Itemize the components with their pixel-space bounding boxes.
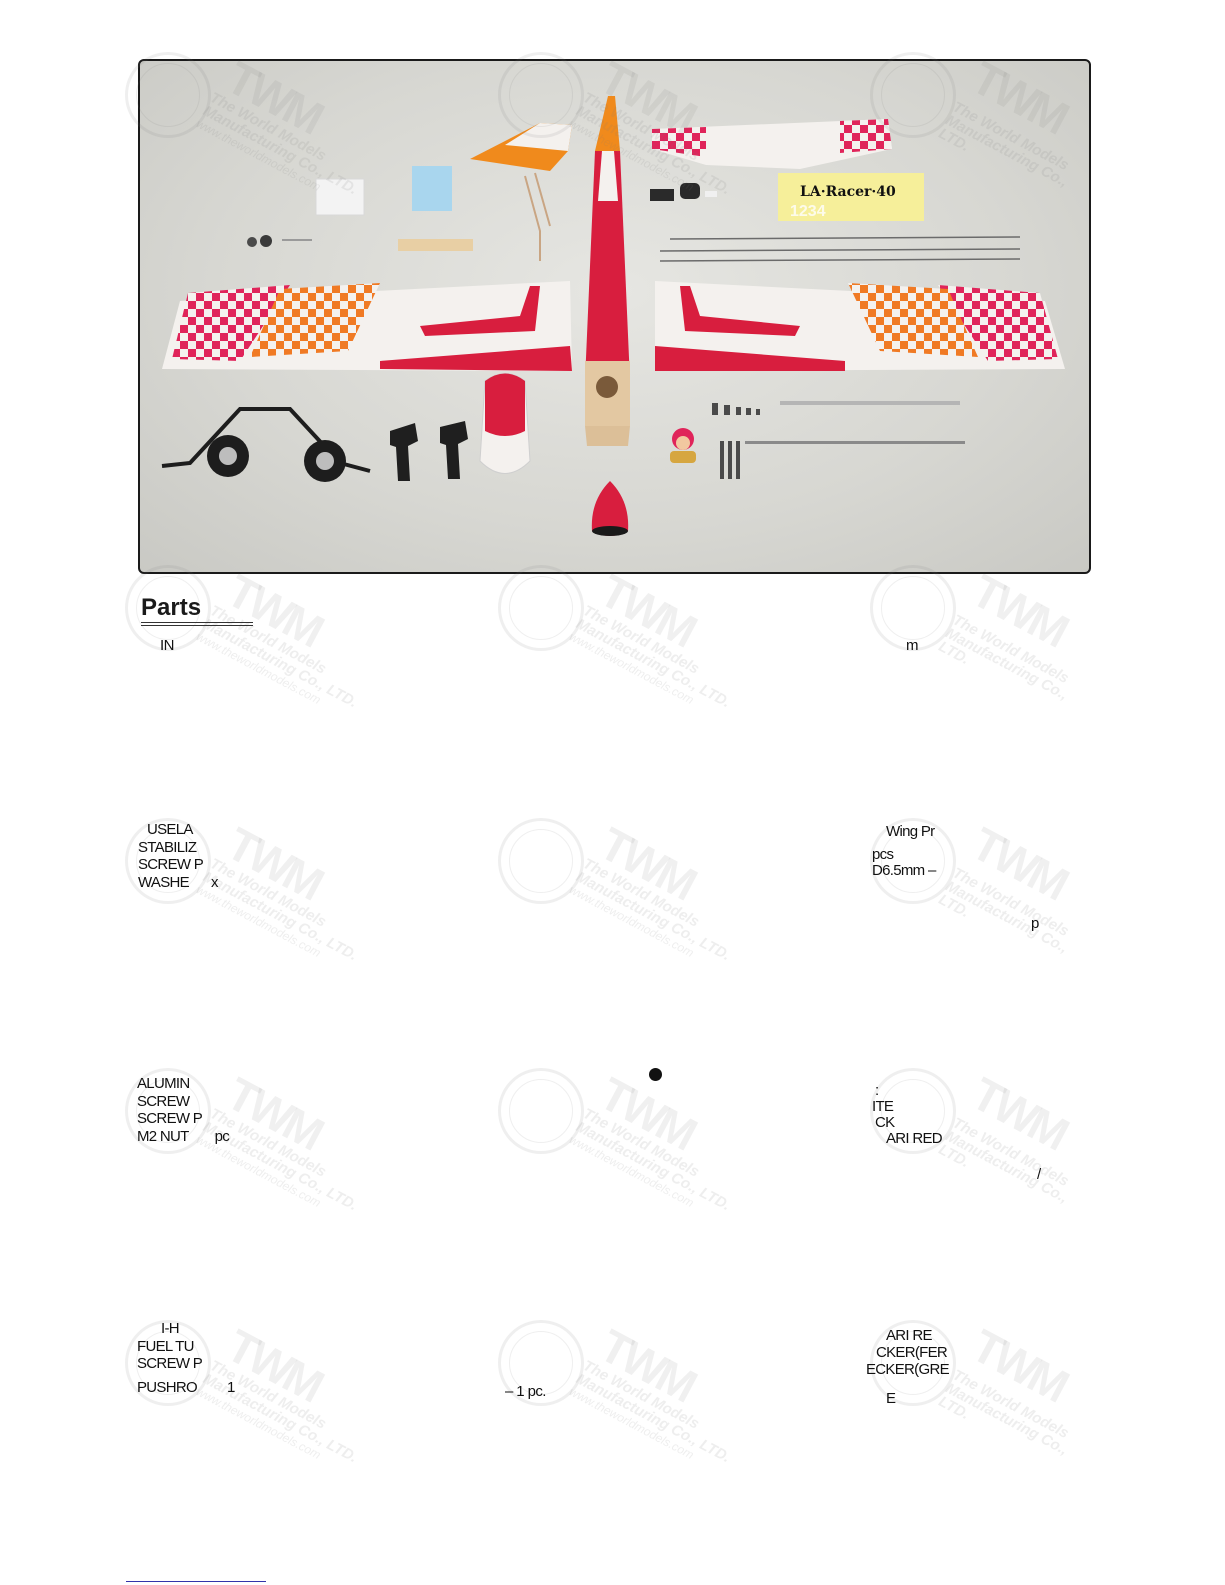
parts-list-item: CK <box>875 1114 895 1131</box>
parts-list-item: ARI RED <box>886 1130 943 1147</box>
watermark-logo: TWM <box>963 1319 1075 1411</box>
watermark-logo: TWM <box>591 1067 703 1159</box>
parts-list-column-3-group-1: Wing Pr pcs D6.5mm – <box>872 823 936 879</box>
pushrods <box>659 236 1021 262</box>
parts-list-item: D6.5mm – <box>872 861 936 879</box>
parts-list-fragment: / <box>1037 1166 1041 1183</box>
hardware-parts <box>247 183 965 479</box>
parts-list-fragment: p <box>1031 915 1039 932</box>
parts-list-item: FUEL TU <box>137 1337 194 1355</box>
watermark-logo: TWM <box>591 564 703 656</box>
parts-list-item: : <box>875 1082 879 1099</box>
parts-list-item-qty: x <box>210 873 218 891</box>
watermark-seal-icon <box>498 1068 584 1154</box>
intro-fragment-left: IN <box>160 637 174 654</box>
engine-mount-left <box>390 423 418 481</box>
decal-sheet: LA·Racer·40 1234 <box>778 173 924 221</box>
watermark-logo: TWM <box>218 817 330 909</box>
parts-list-item: STABILIZ <box>138 838 197 856</box>
watermark-seal-icon <box>498 565 584 651</box>
parts-list-item: pcs <box>872 845 894 863</box>
parts-list-item: SCREW P <box>137 1355 203 1372</box>
wing-joiner <box>398 239 473 251</box>
foam-block-white <box>315 178 365 216</box>
cowling <box>479 373 531 474</box>
rudder <box>470 123 572 261</box>
left-wing <box>162 281 572 371</box>
foam-block-blue <box>412 166 452 211</box>
intro-fragment-right: m <box>906 637 919 654</box>
parts-list-column-3-group-3: ARI RE CKER(FER ECKER(GRE E <box>866 1327 950 1407</box>
watermark-logo: TWM <box>218 1067 330 1159</box>
parts-list-column-3-group-2: : ITE CK ARI RED <box>872 1082 943 1147</box>
spinner <box>591 481 629 536</box>
parts-list-item: ECKER(GRE <box>866 1361 950 1378</box>
parts-list-fragment: – 1 pc. <box>505 1383 546 1400</box>
watermark-logo: TWM <box>591 817 703 909</box>
pilot-figure <box>670 428 696 463</box>
bullet-icon <box>649 1068 662 1081</box>
engine-mount-right <box>440 421 468 479</box>
watermark-logo: TWM <box>591 1319 703 1411</box>
parts-list-item: Wing Pr <box>886 823 935 840</box>
watermark-seal-icon <box>498 818 584 904</box>
kit-contents-photo: LA·Racer·40 1234 <box>138 59 1091 574</box>
parts-list-item: SCREW <box>137 1092 190 1110</box>
page-heading: Parts <box>141 594 254 626</box>
right-wing <box>655 281 1065 371</box>
parts-list-item: ALUMIN <box>137 1075 190 1092</box>
parts-list-item: SCREW P <box>137 1110 203 1127</box>
parts-list-item-qty: 1 <box>226 1378 235 1396</box>
parts-list-item: ITE <box>872 1098 894 1115</box>
kit-parts-illustration: LA·Racer·40 1234 <box>161 96 1065 536</box>
watermark-logo: TWM <box>963 817 1075 909</box>
parts-list-item: I-H <box>161 1320 180 1337</box>
watermark-logo: TWM <box>963 564 1075 656</box>
parts-list-item: E <box>886 1390 896 1407</box>
parts-list-item-qty: pc <box>214 1127 230 1145</box>
parts-list-item: CKER(FER <box>876 1344 948 1361</box>
fuselage <box>585 96 630 446</box>
svg-text:LA·Racer·40: LA·Racer·40 <box>800 184 896 200</box>
parts-list-item: ARI RE <box>886 1327 933 1344</box>
svg-text:1234: 1234 <box>790 203 826 220</box>
parts-list-item: SCREW P <box>138 856 204 873</box>
watermark-logo: TWM <box>963 1067 1075 1159</box>
parts-list-item: USELA <box>147 821 193 838</box>
footer-link-underline[interactable] <box>126 1581 266 1582</box>
watermark-logo: TWM <box>218 1319 330 1411</box>
horizontal-stabilizer <box>652 119 892 169</box>
